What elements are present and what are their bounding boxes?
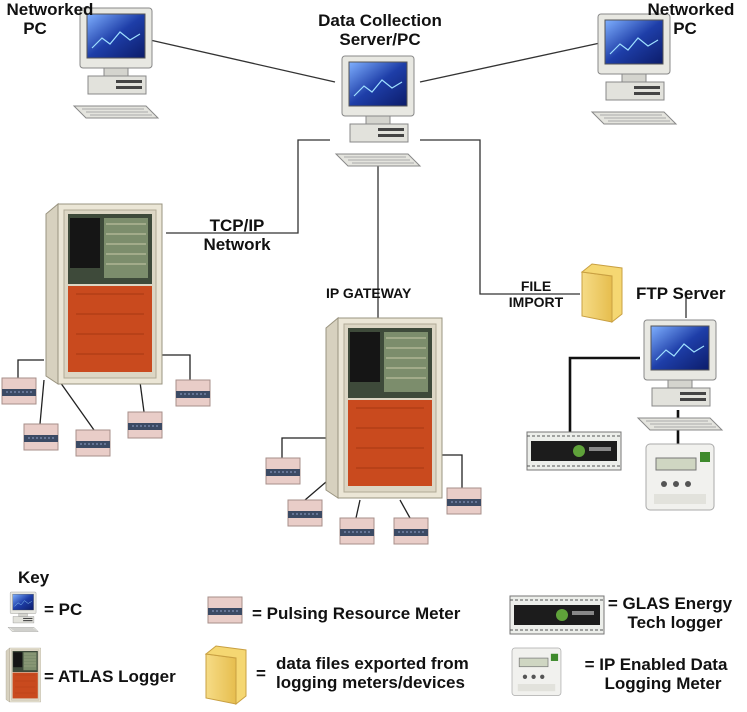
atlas-logger-left	[45, 203, 163, 385]
connection-lines	[149, 39, 687, 318]
ip-enabled-meter	[645, 443, 715, 511]
atlas-logger-gateway	[325, 317, 443, 499]
key-glas-icon	[509, 595, 605, 635]
key-pc-label: = PC	[44, 600, 83, 619]
label-networked-pc-left: Networked PC	[6, 0, 94, 38]
pulsing-meter	[287, 499, 323, 527]
meter-wires	[17, 354, 463, 519]
pulsing-meter	[23, 423, 59, 451]
key-atlas-label: = ATLAS Logger	[44, 667, 176, 686]
label-file-import: FILE IMPORT	[508, 278, 564, 310]
pulsing-meter	[446, 487, 482, 515]
data-collection-server	[335, 55, 421, 167]
key-files-eq: =	[256, 664, 266, 683]
key-meter-icon	[207, 596, 243, 624]
key-ipmeter-icon	[511, 647, 562, 696]
label-tcpip-network: TCP/IP Network	[203, 216, 271, 254]
pulsing-meter	[75, 429, 111, 457]
label-networked-pc-right: Networked PC	[647, 0, 735, 38]
key-pulsing-label: = Pulsing Resource Meter	[252, 604, 461, 623]
pulsing-meter	[127, 411, 163, 439]
key-files-label: data files exported from logging meters/…	[276, 654, 469, 692]
pulsing-meter	[175, 379, 211, 407]
pulsing-meter	[265, 457, 301, 485]
key-glas-label: = GLAS Energy Tech logger	[607, 594, 733, 632]
pulsing-meter	[393, 517, 429, 545]
label-ip-gateway: IP GATEWAY	[326, 285, 412, 301]
key-atlas-icon	[5, 647, 41, 703]
pulsing-meter	[339, 517, 375, 545]
ftp-server-pc	[637, 319, 723, 431]
label-data-collection-server: Data Collection Server/PC	[318, 11, 442, 49]
key-title: Key	[18, 568, 50, 587]
glas-logger	[526, 431, 622, 471]
label-ftp-server: FTP Server	[636, 284, 726, 303]
pulsing-meter	[1, 377, 37, 405]
export-folder	[581, 263, 623, 323]
key-folder-icon	[205, 645, 247, 705]
key-pc-icon	[7, 591, 39, 632]
key-ipmeter-label: = IP Enabled Data Logging Meter	[584, 655, 728, 693]
